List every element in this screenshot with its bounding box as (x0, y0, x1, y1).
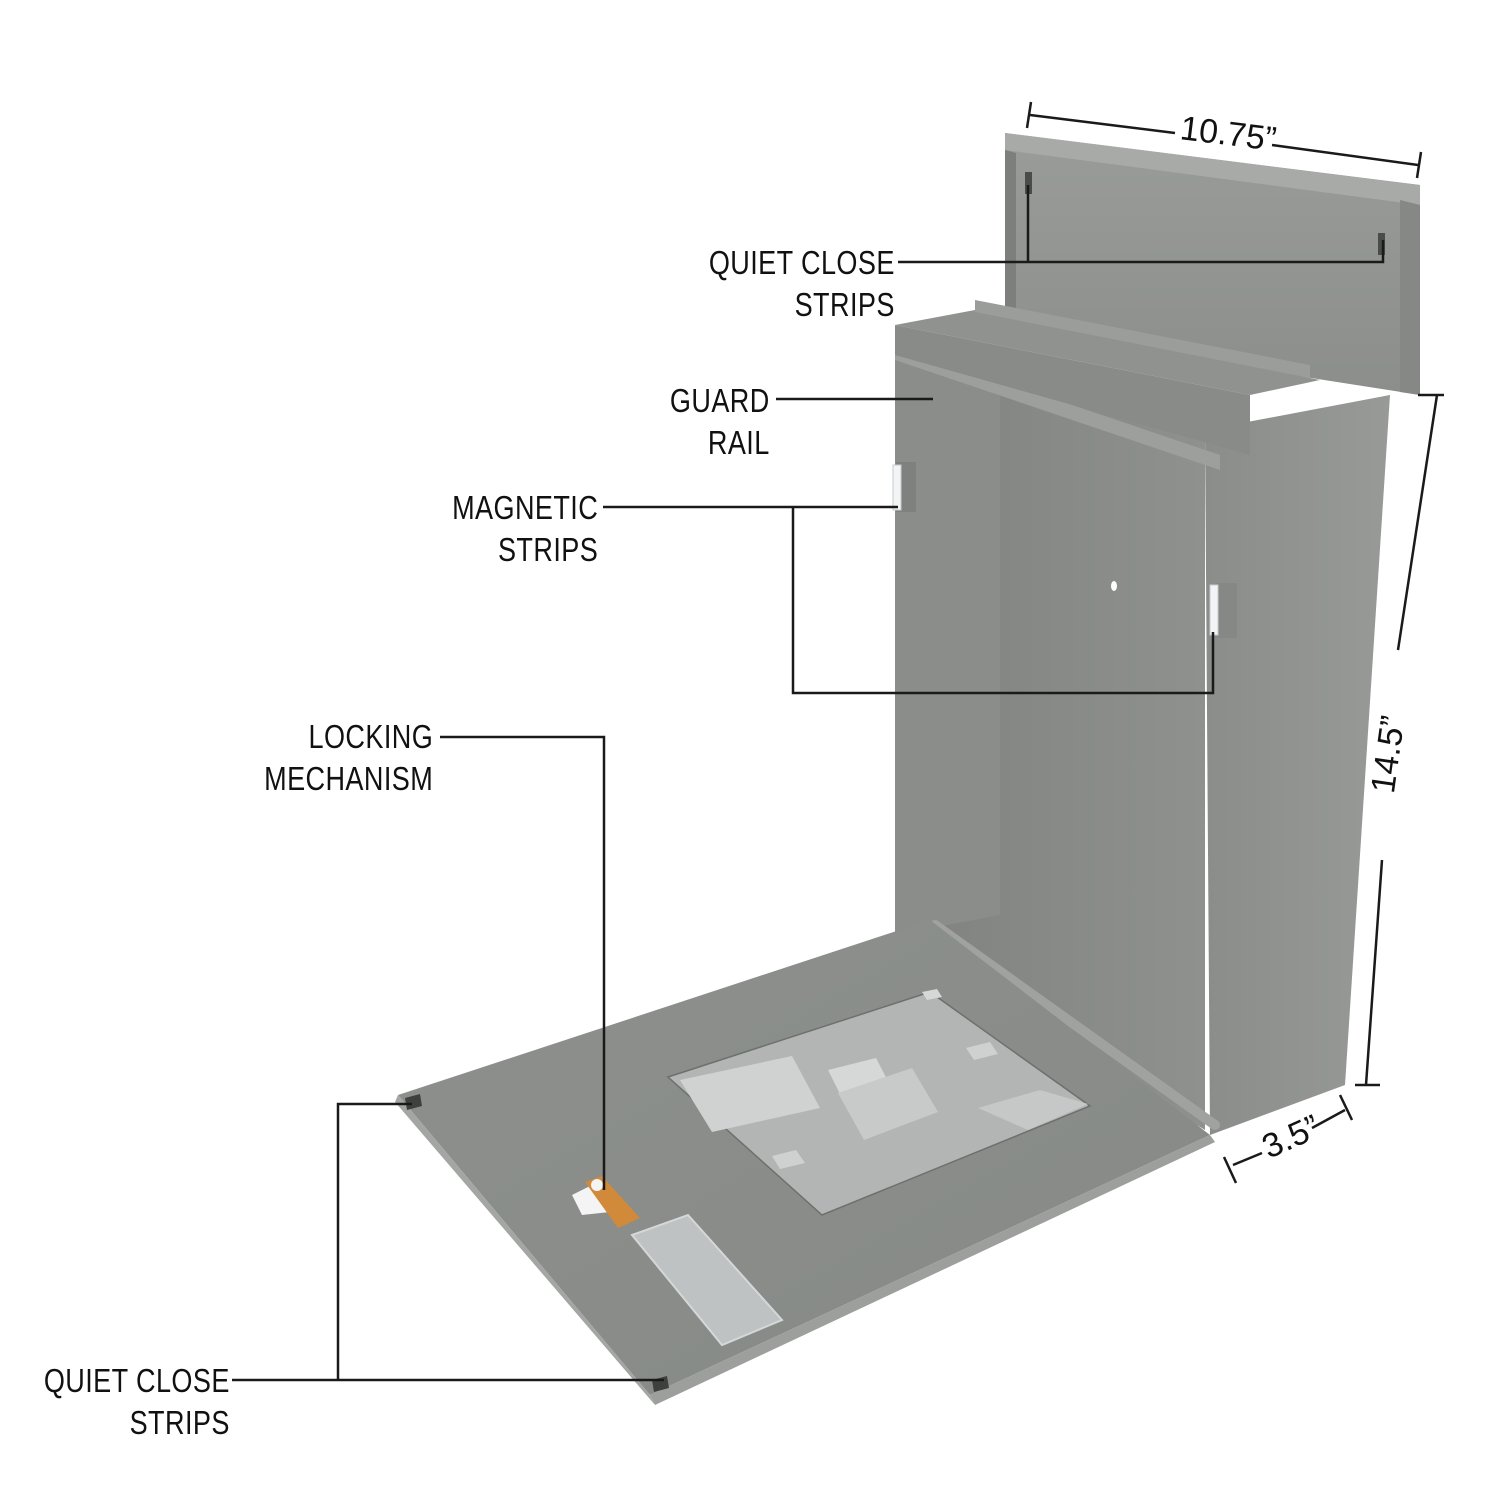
dimension-lines (1025, 101, 1444, 1184)
front-door-open (395, 920, 1215, 1405)
callout-line2: RAIL (708, 424, 770, 461)
quiet-close-strip-bottom-left (405, 1094, 422, 1110)
magnetic-strip-left (892, 462, 916, 512)
guard-rail (895, 310, 1320, 395)
callout-quiet-close-strips-bottom: QUIET CLOSE STRIPS (44, 1360, 230, 1444)
clear-tray (630, 1213, 784, 1347)
callout-guard-rail: GUARD RAIL (670, 380, 770, 464)
callout-line1: GUARD (670, 382, 770, 419)
callout-line2: STRIPS (794, 286, 895, 323)
callout-line2: STRIPS (129, 1404, 230, 1441)
callout-quiet-close-strips-top: QUIET CLOSE STRIPS (709, 242, 895, 326)
callout-locking-mechanism: LOCKING MECHANISM (264, 716, 433, 800)
mailbox-body (892, 300, 1390, 1135)
callout-line2: MECHANISM (263, 760, 433, 797)
quiet-close-strip-top-right (1378, 233, 1385, 255)
callout-magnetic-strips: MAGNETIC STRIPS (452, 487, 598, 571)
magnetic-strip-right (1209, 583, 1237, 638)
callout-line1: QUIET CLOSE (44, 1362, 230, 1399)
leader-lines (232, 185, 1385, 1382)
callout-line1: MAGNETIC (451, 489, 598, 526)
quiet-close-strip-top-left (1025, 172, 1032, 194)
locking-mechanism (572, 1176, 640, 1228)
callout-line1: LOCKING (308, 718, 433, 755)
callout-line1: QUIET CLOSE (709, 244, 895, 281)
mounting-hole (1111, 581, 1117, 591)
label-plate (666, 989, 1092, 1216)
callout-line2: STRIPS (497, 531, 598, 568)
